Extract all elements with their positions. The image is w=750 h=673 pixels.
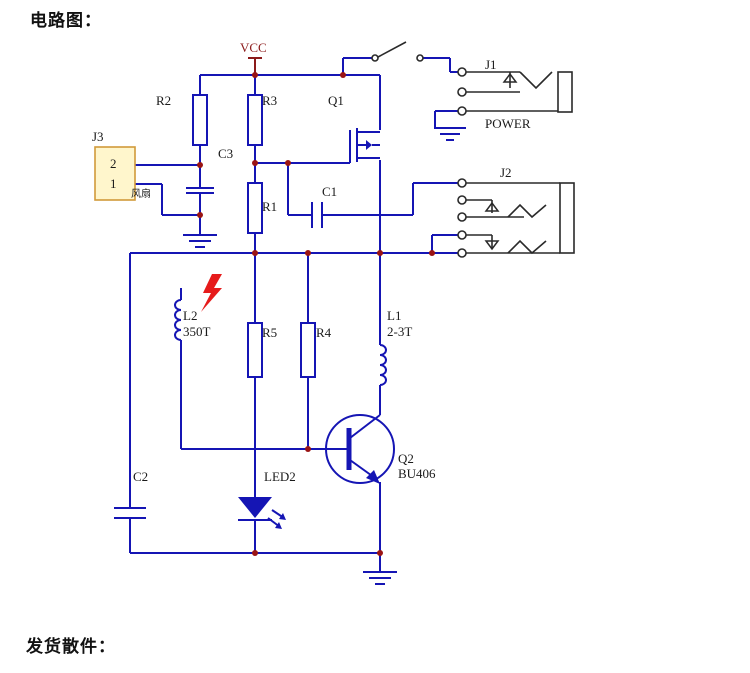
resistor-r2 — [192, 94, 208, 146]
lightning-icon — [201, 274, 222, 312]
resistor-r4 — [300, 322, 316, 378]
label-fan: 风扇 — [131, 187, 151, 200]
label-led2: LED2 — [264, 469, 296, 484]
label-j3-pin1: 1 — [110, 176, 117, 191]
label-j1: J1 — [485, 57, 497, 72]
mosfet-q1 — [349, 128, 380, 163]
label-l2-value: 350T — [183, 324, 211, 339]
connector-j3 — [94, 146, 136, 201]
resistor-r5 — [247, 322, 263, 378]
label-r5: R5 — [262, 325, 277, 340]
label-l1-value: 2-3T — [387, 324, 412, 339]
capacitor-c2 — [114, 507, 146, 519]
power-jack-j1 — [457, 67, 573, 116]
label-r4: R4 — [316, 325, 332, 340]
label-r3: R3 — [262, 93, 277, 108]
label-l2: L2 — [183, 308, 197, 323]
label-q2-value: BU406 — [398, 466, 436, 481]
transistor-q2 — [325, 414, 395, 484]
label-j3-pin2: 2 — [110, 156, 117, 171]
ground-icon — [183, 234, 217, 248]
ground-icon — [363, 571, 397, 585]
label-r1: R1 — [262, 199, 277, 214]
inductor-l1 — [379, 344, 387, 386]
capacitor-c3 — [186, 187, 214, 194]
label-vcc: VCC — [240, 40, 267, 55]
label-c3: C3 — [218, 146, 233, 161]
label-j3: J3 — [92, 129, 104, 144]
ground-icon — [434, 127, 466, 141]
parts-heading: 发货散件： — [26, 637, 116, 657]
capacitor-c1 — [311, 202, 323, 228]
audio-jack-j2 — [457, 178, 575, 258]
label-c1: C1 — [322, 184, 337, 199]
inductor-l2 — [174, 299, 182, 341]
power-switch — [371, 41, 424, 62]
resistor-r3 — [247, 94, 263, 146]
led-led2 — [238, 497, 286, 529]
label-r2: R2 — [156, 93, 171, 108]
wires — [129, 57, 462, 572]
label-c2: C2 — [133, 469, 148, 484]
label-q2: Q2 — [398, 451, 414, 466]
resistor-r1 — [247, 182, 263, 234]
label-l1: L1 — [387, 308, 401, 323]
label-power: POWER — [485, 116, 531, 131]
label-q1: Q1 — [328, 93, 344, 108]
junctions — [197, 72, 435, 556]
label-j2: J2 — [500, 165, 512, 180]
circuit-heading: 电路图： — [30, 11, 102, 31]
